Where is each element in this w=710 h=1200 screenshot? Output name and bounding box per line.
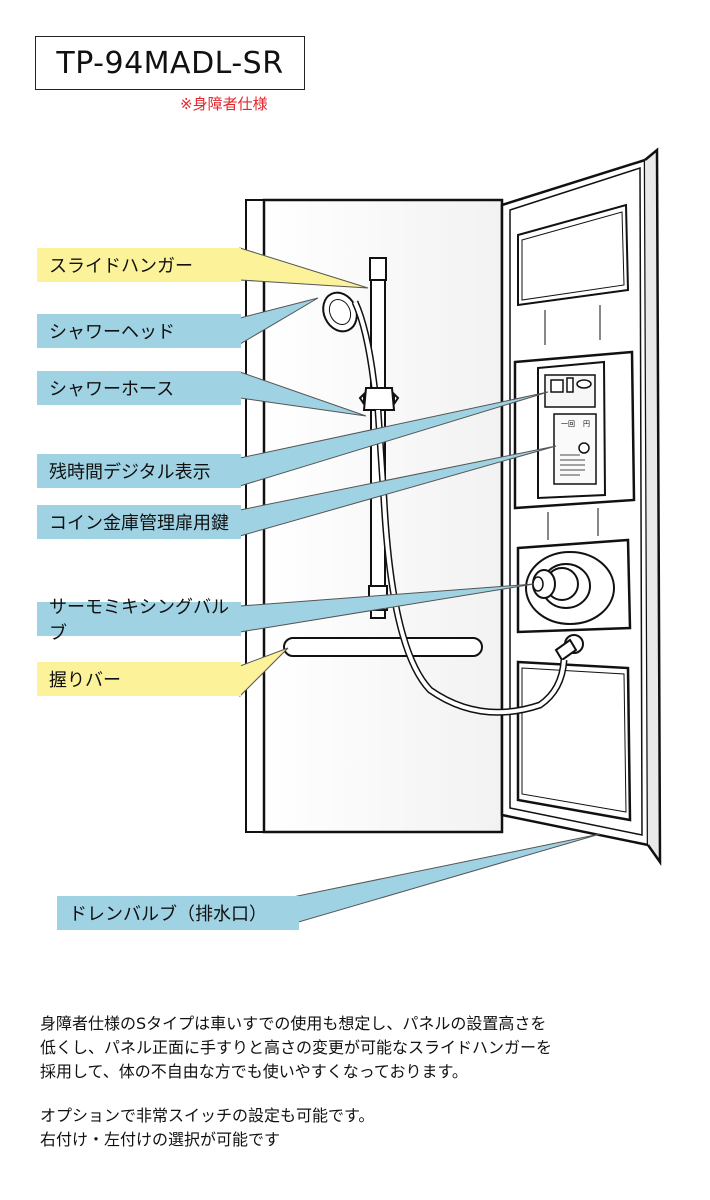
grab-bar-shape [283,637,483,657]
label-grab-bar: 握りバー [37,662,241,696]
label-digital-display: 残時間デジタル表示 [37,454,241,488]
label-slide-hanger: スライドハンガー [37,248,241,282]
hanger-holder [358,387,400,411]
description-line: 低くし、パネル正面に手すりと高さの変更が可能なスライドハンガーを [40,1038,553,1057]
label-thermo-valve: サーモミキシングバルブ [37,597,241,644]
description-line: 右付け・左付けの選択が可能です [40,1130,281,1149]
hose-outlet [554,634,584,662]
control-box [513,350,636,540]
description-paragraph-1: 身障者仕様のSタイプは車いすでの使用も想定し、パネルの設置高さを 低くし、パネル… [40,1012,690,1084]
label-shower-hose: シャワーホース [37,371,241,405]
drain-access-panel [516,660,632,822]
callout-leaders [239,247,601,929]
shower-hose-shape [374,409,568,716]
upper-panel-recess [517,203,630,345]
label-coin-box-key: コイン金庫管理扉用鍵 [37,505,241,539]
shower-unit-illustration: 一回 円 [239,147,662,929]
description-line: 身障者仕様のSタイプは車いすでの使用も想定し、パネルの設置高さを [40,1014,547,1033]
shower-head-shape [322,291,379,393]
label-shower-head: シャワーヘッド [37,314,241,348]
counter-unit: 円 [583,420,590,428]
counter-label: 一回 [561,420,575,428]
model-name: TP-94MADL-SR [56,45,284,81]
label-drain-valve: ドレンバルブ（排水口） [57,896,299,930]
description-line: 採用して、体の不自由な方でも使いやすくなっております。 [40,1062,468,1081]
description-paragraph-2: オプションで非常スイッチの設定も可能です。 右付け・左付けの選択が可能です [40,1104,690,1152]
description-line: オプションで非常スイッチの設定も可能です。 [40,1106,375,1125]
model-note: ※身障者仕様 [180,95,268,113]
model-name-box: TP-94MADL-SR [35,36,305,90]
mixing-valve [516,538,632,634]
